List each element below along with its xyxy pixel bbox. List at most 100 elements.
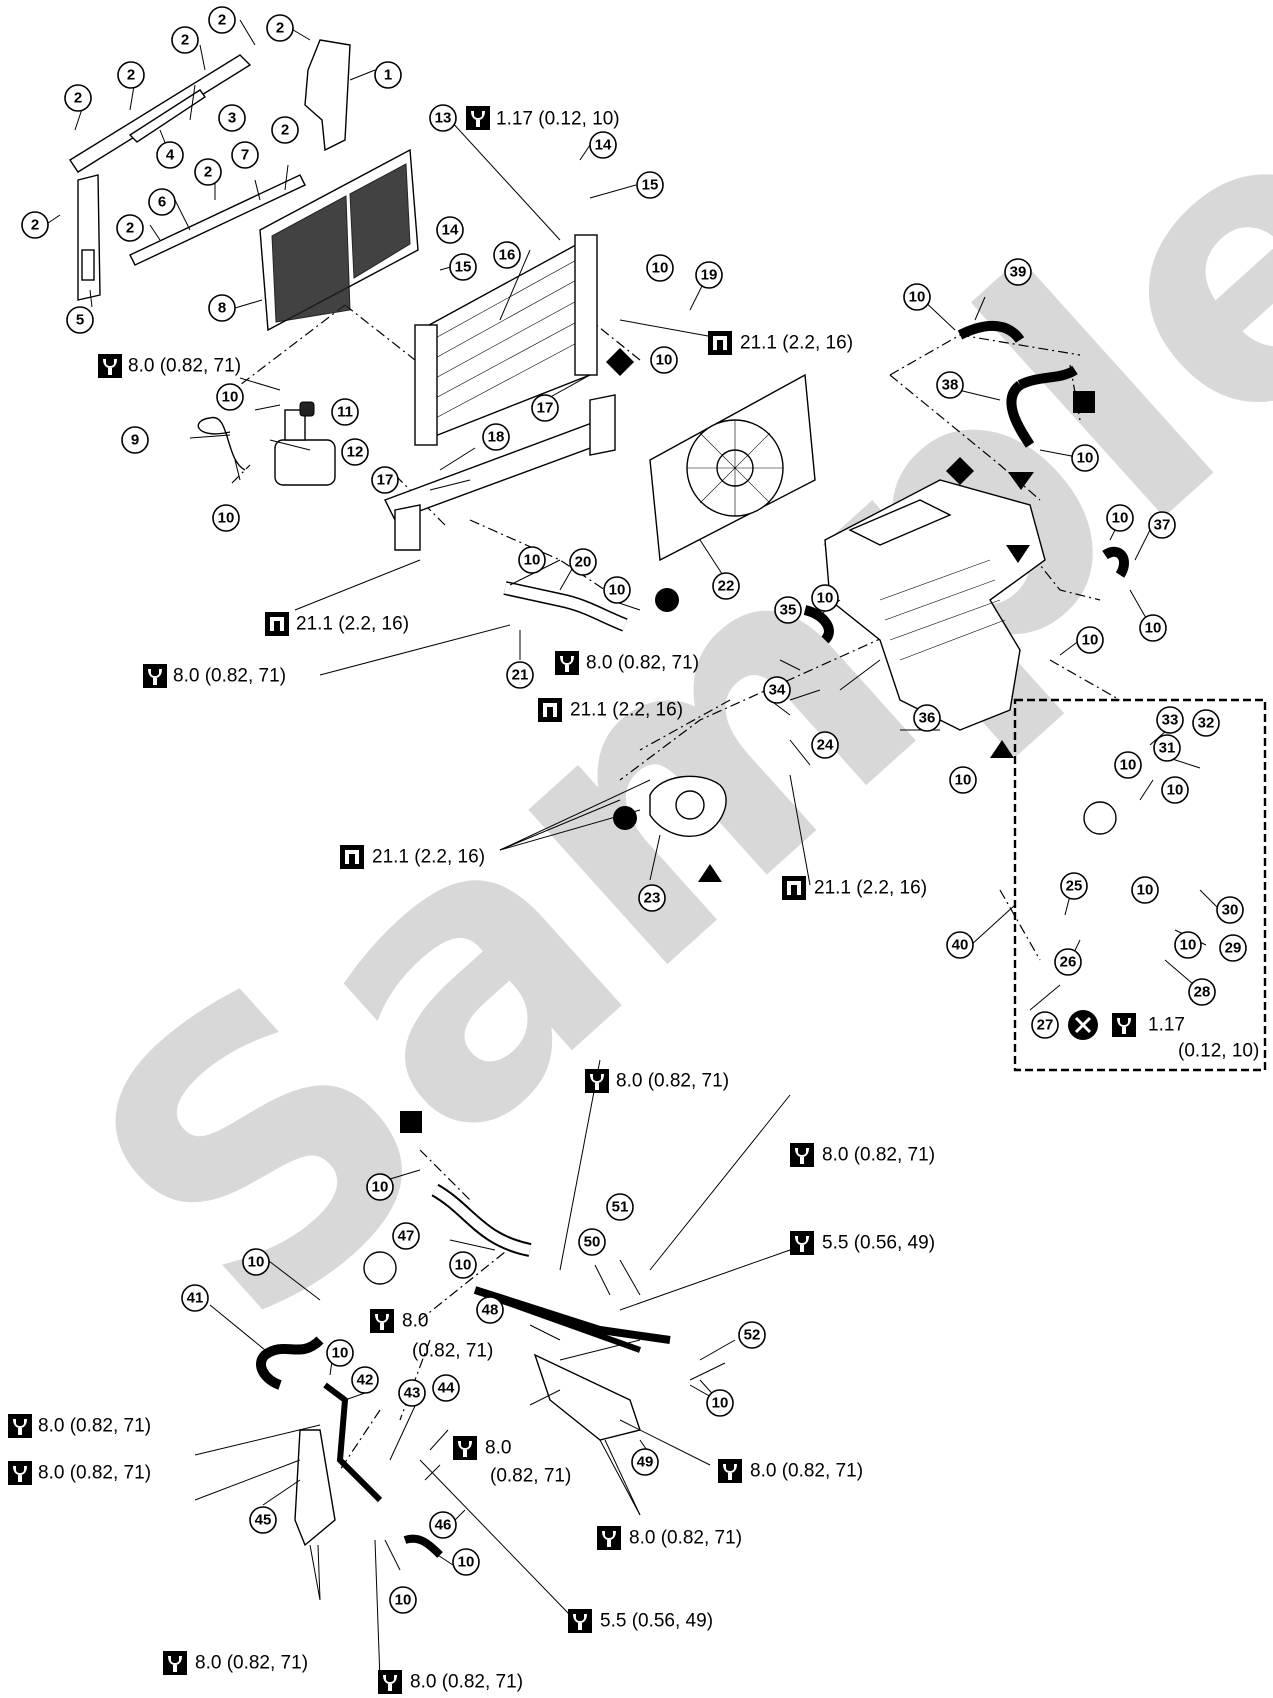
svg-text:2: 2 [127,67,135,84]
callout-10: 10 [646,254,674,282]
svg-text:10: 10 [1167,782,1184,799]
callout-37: 37 [1148,511,1176,539]
svg-text:2: 2 [281,122,289,139]
callout-10: 10 [242,1248,270,1276]
svg-text:39: 39 [1010,264,1027,281]
svg-text:10: 10 [1137,882,1154,899]
svg-text:10: 10 [1180,937,1197,954]
svg-text:33: 33 [1162,712,1179,729]
callout-2: 2 [171,26,199,54]
callout-10: 10 [650,346,678,374]
svg-text:21.1 (2.2, 16): 21.1 (2.2, 16) [740,333,853,354]
svg-text:20: 20 [575,554,592,571]
part-22-cooling-fan [649,373,816,562]
svg-text:43: 43 [404,1385,421,1402]
callout-17: 17 [371,466,399,494]
svg-text:8.0 (0.82, 71): 8.0 (0.82, 71) [616,1071,729,1092]
callout-8: 8 [208,294,236,322]
torque-spec-9: 21.1 (2.2, 16) [782,876,927,900]
svg-text:16: 16 [499,247,516,264]
torque-spec-22: 8.0 (0.82, 71) [378,1670,523,1694]
svg-text:10: 10 [1120,757,1137,774]
svg-text:8.0 (0.82, 71): 8.0 (0.82, 71) [38,1463,151,1484]
hollow-circle [1083,801,1117,835]
callout-29: 29 [1219,934,1247,962]
torque-wrench-icon [597,1526,621,1550]
svg-text:49: 49 [637,1454,654,1471]
svg-text:8.0 (0.82, 71): 8.0 (0.82, 71) [195,1653,308,1674]
callout-16: 16 [493,241,521,269]
svg-text:30: 30 [1222,902,1239,919]
part-6-7-lower-seal [129,174,306,266]
svg-text:10: 10 [609,582,626,599]
callout-9: 9 [121,426,149,454]
svg-text:15: 15 [455,259,472,276]
svg-text:50: 50 [584,1234,601,1251]
torque-spec-4: 21.1 (2.2, 16) [265,612,409,636]
callout-38: 38 [936,371,964,399]
callout-25: 25 [1060,872,1088,900]
callout-5: 5 [66,306,94,334]
callout-10: 10 [1131,876,1159,904]
svg-text:10: 10 [909,289,926,306]
svg-text:1: 1 [384,67,392,84]
callout-10: 10 [216,383,244,411]
callout-2: 2 [117,61,145,89]
callout-14: 14 [436,216,464,244]
callout-10: 10 [366,1173,394,1201]
torque-wrench-open-icon [265,612,289,636]
part-45-bracket [294,1429,336,1547]
svg-text:(0.12, 10): (0.12, 10) [1178,1041,1259,1062]
torque-wrench-icon [790,1143,814,1167]
filled-triangle-down [1008,472,1034,490]
callout-2: 2 [116,214,144,242]
svg-text:1.17 (0.12, 10): 1.17 (0.12, 10) [496,109,620,130]
part-42-pipe [323,1382,383,1503]
callout-4: 4 [156,141,184,169]
filled-diamond [946,457,974,485]
part-3-4-upper-seal [69,54,252,173]
svg-text:10: 10 [1077,450,1094,467]
svg-text:2: 2 [181,32,189,49]
svg-text:8.0 (0.82, 71): 8.0 (0.82, 71) [128,356,241,377]
svg-text:10: 10 [955,772,972,789]
svg-text:10: 10 [524,552,541,569]
callout-44: 44 [432,1374,460,1402]
torque-wrench-icon [143,664,167,688]
svg-text:29: 29 [1225,940,1242,957]
callout-33: 33 [1156,706,1184,734]
svg-text:5.5 (0.56, 49): 5.5 (0.56, 49) [822,1233,935,1254]
torque-spec-2: 8.0 (0.82, 71) [98,354,241,378]
svg-text:8.0 (0.82, 71): 8.0 (0.82, 71) [410,1672,523,1693]
part-35-hose [803,605,834,644]
part-47-hose [431,1183,532,1257]
callout-48: 48 [476,1296,504,1324]
svg-text:10: 10 [455,1257,472,1274]
svg-text:38: 38 [942,377,959,394]
torque-spec-18: 8.0 (0.82, 71) [718,1459,863,1483]
callout-34: 34 [763,676,791,704]
torque-wrench-open-icon [538,698,562,722]
filled-triangle-down [1006,545,1030,563]
callout-2: 2 [64,84,92,112]
callout-17: 17 [531,394,559,422]
torque-wrench-icon [555,651,579,675]
svg-text:21.1 (2.2, 16): 21.1 (2.2, 16) [814,878,927,899]
callout-23: 23 [638,884,666,912]
svg-text:21: 21 [512,667,529,684]
svg-text:5.5 (0.56, 49): 5.5 (0.56, 49) [600,1611,713,1632]
svg-text:8.0 (0.82, 71): 8.0 (0.82, 71) [822,1145,935,1166]
callout-14: 14 [589,131,617,159]
callout-19: 19 [695,261,723,289]
torque-wrench-open-icon [708,331,732,355]
callout-10: 10 [1174,931,1202,959]
svg-text:22: 22 [718,578,735,595]
callout-45: 45 [249,1506,277,1534]
svg-text:9: 9 [131,432,139,449]
torque-wrench-open-icon [782,876,806,900]
callout-15: 15 [449,253,477,281]
part-41-hose [256,1336,324,1390]
part-16-radiator [414,234,598,446]
svg-text:13: 13 [435,110,452,127]
svg-text:8.0 (0.82, 71): 8.0 (0.82, 71) [173,666,286,687]
